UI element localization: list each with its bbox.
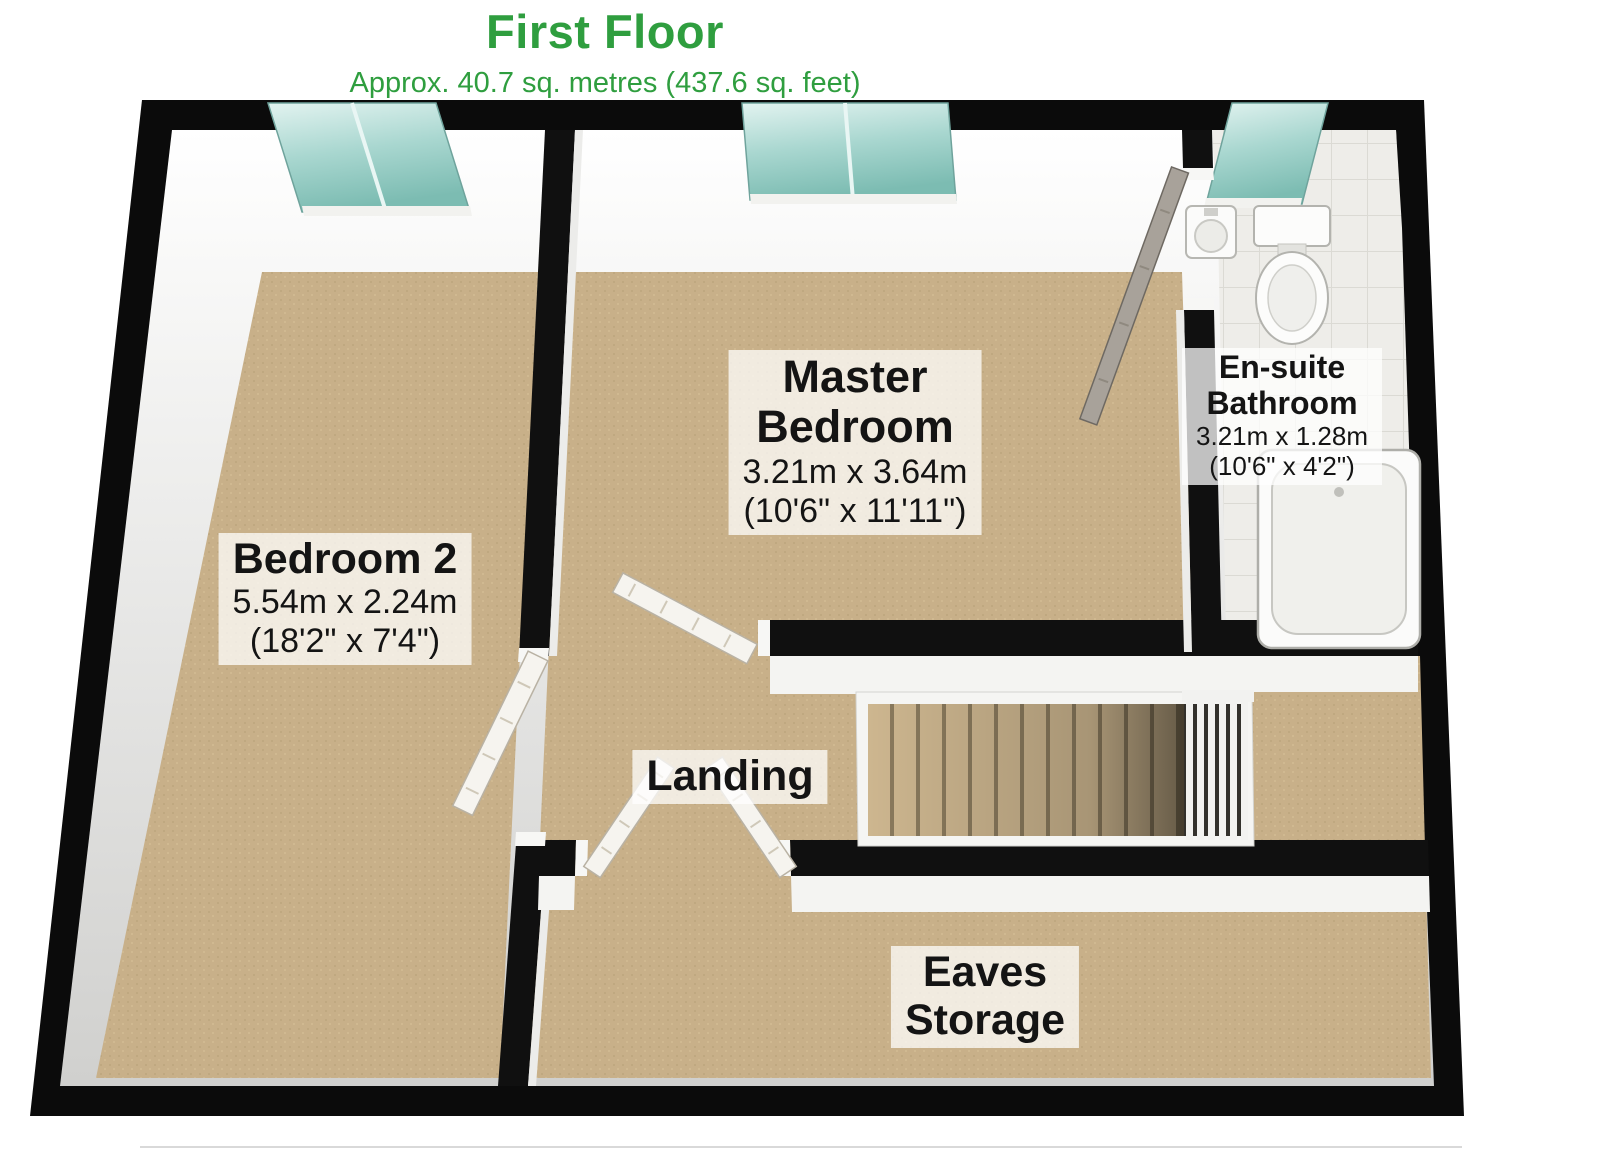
room-label-eaves-storage: Eaves Storage bbox=[890, 946, 1080, 1049]
room-name-ensuite-line2: Bathroom bbox=[1206, 384, 1358, 421]
wall-ensuite-west-stub bbox=[1182, 130, 1213, 168]
door-ensuite bbox=[1078, 165, 1190, 426]
toilet bbox=[1253, 205, 1331, 345]
bathroom-fixtures bbox=[1185, 205, 1422, 650]
room-label-ensuite-bathroom: En-suite Bathroom 3.21m x 1.28m (10'6" x… bbox=[1182, 348, 1382, 486]
room-dims-metric-bedroom-2: 5.54m x 2.24m bbox=[232, 583, 458, 622]
sink bbox=[1185, 205, 1237, 259]
room-dims-imperial-master: (10'6" x 11'11") bbox=[743, 491, 967, 530]
bathtub bbox=[1256, 448, 1422, 650]
footer-divider bbox=[140, 1146, 1462, 1148]
stair-railing bbox=[1182, 690, 1254, 840]
wall-master-south bbox=[770, 620, 1192, 656]
wall-eaves-stub bbox=[539, 840, 576, 876]
floor-bedroom2 bbox=[96, 272, 538, 1078]
room-label-master-bedroom: Master Bedroom 3.21m x 3.64m (10'6" x 11… bbox=[728, 350, 982, 535]
page-subtitle: Approx. 40.7 sq. metres (437.6 sq. feet) bbox=[349, 67, 861, 99]
room-name-eaves-line1: Eaves bbox=[922, 948, 1048, 996]
windows bbox=[266, 102, 1329, 216]
room-name-ensuite-line1: En-suite bbox=[1218, 349, 1346, 385]
wall-bedroom2-separator-bottom bbox=[498, 844, 546, 1086]
wall-bedroom2-separator-top bbox=[519, 130, 575, 656]
room-name-bedroom-2: Bedroom 2 bbox=[232, 535, 458, 583]
page-title: First Floor bbox=[486, 5, 724, 58]
room-name-master-line1: Master bbox=[782, 351, 928, 402]
wall-eaves-north bbox=[790, 840, 1429, 876]
window-bedroom2 bbox=[266, 102, 472, 216]
window-master-bedroom bbox=[741, 102, 957, 204]
header: First Floor Approx. 40.7 sq. metres (437… bbox=[0, 4, 1210, 100]
room-dims-metric-master: 3.21m x 3.64m bbox=[742, 452, 968, 491]
room-name-master-line2: Bedroom bbox=[756, 401, 954, 453]
room-label-bedroom-2: Bedroom 2 5.54m x 2.24m (18'2" x 7'4") bbox=[218, 533, 472, 666]
door-master-bedroom bbox=[611, 571, 759, 665]
room-dims-metric-ensuite: 3.21m x 1.28m bbox=[1196, 420, 1368, 451]
room-dims-imperial-bedroom-2: (18'2" x 7'4") bbox=[249, 622, 441, 661]
room-dims-imperial-ensuite: (10'6" x 4'2") bbox=[1209, 450, 1355, 481]
staircase bbox=[855, 690, 1255, 847]
room-name-landing: Landing bbox=[646, 752, 814, 800]
room-label-landing: Landing bbox=[632, 750, 828, 805]
room-name-eaves-line2: Storage bbox=[904, 996, 1066, 1045]
door-bedroom2 bbox=[451, 650, 549, 817]
